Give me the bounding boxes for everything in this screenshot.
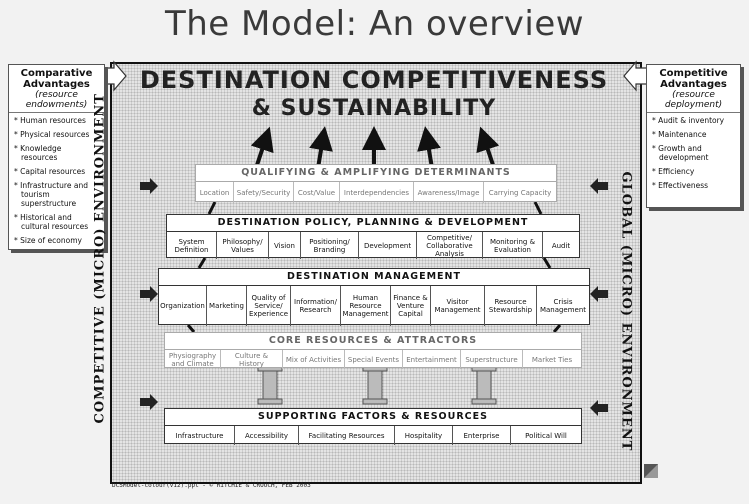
policy-cell: Philosophy/ Values xyxy=(217,232,269,259)
supporting-cell: Political Will xyxy=(525,431,567,440)
list-item: Historical and cultural resources xyxy=(13,213,100,231)
management-cell: Crisis Management xyxy=(539,298,587,314)
competitive-advantages-subtitle: (resource deployment) xyxy=(664,90,723,110)
up-arrow xyxy=(476,126,500,169)
supporting-factors-title: SUPPORTING FACTORS & RESOURCES xyxy=(165,409,581,426)
supporting-cell: Infrastructure xyxy=(165,426,235,445)
core-cell: Entertainment xyxy=(403,350,461,369)
core-resources-title: CORE RESOURCES & ATTRACTORS xyxy=(165,333,581,350)
management-cell: Resource Stewardship xyxy=(485,286,537,326)
core-cell: Physiography and Climate xyxy=(165,350,221,369)
up-arrow xyxy=(309,126,333,169)
list-item: Effectiveness xyxy=(651,181,736,190)
supporting-cell: Hospitality xyxy=(395,426,453,445)
slide-footer: DCSModel-colour(v12).ppt - © RITCHIE & C… xyxy=(112,482,311,489)
main-title-line1: DESTINATION COMPETITIVENESS xyxy=(139,66,609,94)
supporting-cell: Accessibility xyxy=(235,426,299,445)
core-cell: Culture & History xyxy=(221,350,283,369)
comparative-advantages-title: Comparative Advantages xyxy=(20,68,93,90)
policy-cell: System Definition xyxy=(167,232,217,259)
competitive-advantages-header: Competitive Advantages (resource deploym… xyxy=(647,65,740,113)
competitive-advantages-list: Audit & inventory Maintenance Growth and… xyxy=(647,113,740,197)
policy-cell: Audit xyxy=(551,241,571,250)
up-arrow xyxy=(417,126,441,169)
model-main-title: DESTINATION COMPETITIVENESS & SUSTAINABI… xyxy=(112,66,636,121)
management-cell: Quality of Service/ Experience xyxy=(247,286,291,326)
management-cell: Finance & Venture Capital xyxy=(391,286,431,326)
list-item: Audit & inventory xyxy=(651,116,736,125)
destination-policy-band: DESTINATION POLICY, PLANNING & DEVELOPME… xyxy=(166,214,580,259)
qualifying-determinants-title: QUALIFYING & AMPLIFYING DETERMINANTS xyxy=(196,165,556,182)
pillars xyxy=(257,365,497,405)
qualifying-cell: Safety/Security xyxy=(234,182,294,203)
band-connector xyxy=(533,201,543,215)
core-resources-band: CORE RESOURCES & ATTRACTORS Physiography… xyxy=(164,332,582,369)
list-item: Knowledge resources xyxy=(13,144,100,162)
policy-cell: Monitoring & Evaluation xyxy=(483,232,543,259)
management-cell: Visitor Management xyxy=(431,286,485,326)
qualifying-cell: Location xyxy=(196,182,234,203)
slide-title: The Model: An overview xyxy=(164,4,585,44)
list-item: Maintenance xyxy=(651,130,736,139)
destination-policy-title: DESTINATION POLICY, PLANNING & DEVELOPME… xyxy=(167,215,579,232)
core-cell: Superstructure xyxy=(461,350,523,369)
list-item: Capital resources xyxy=(13,167,100,176)
management-cell: Organization xyxy=(159,286,207,326)
list-item: Human resources xyxy=(13,116,100,125)
policy-cell: Positioning/ Branding xyxy=(301,232,359,259)
supporting-cell: Enterprise xyxy=(453,426,511,445)
competitive-advantages-title: Competitive Advantages xyxy=(659,68,728,90)
upward-arrows xyxy=(250,126,500,169)
comparative-advantages-subtitle: (resource endowments) xyxy=(25,90,88,110)
up-arrow xyxy=(250,126,274,169)
destination-management-band: DESTINATION MANAGEMENT Organization Mark… xyxy=(158,268,590,326)
list-item: Size of economy xyxy=(13,236,100,245)
comparative-advantages-box: Comparative Advantages (resource endowme… xyxy=(8,64,105,250)
destination-management-title: DESTINATION MANAGEMENT xyxy=(159,269,589,286)
band-connector xyxy=(197,257,207,269)
qualifying-cell: Awareness/Image xyxy=(414,182,484,203)
qualifying-cell: Cost/Value xyxy=(294,182,340,203)
core-cell: Mix of Activities xyxy=(283,350,345,369)
qualifying-determinants-band: QUALIFYING & AMPLIFYING DETERMINANTS Loc… xyxy=(195,164,557,203)
list-item: Growth and development xyxy=(651,144,736,162)
management-cell: Marketing xyxy=(207,286,247,326)
list-item: Physical resources xyxy=(13,130,100,139)
policy-cell: Competitive/ Collaborative Analysis xyxy=(417,232,483,259)
competitive-micro-environment-label: COMPETITIVE (MICRO) ENVIRONMENT xyxy=(92,93,108,424)
band-connector xyxy=(207,201,217,215)
main-title-line2: & SUSTAINABILITY xyxy=(251,96,497,121)
management-cell: Human Resource Management xyxy=(341,286,391,326)
core-cell: Special Events xyxy=(345,350,403,369)
global-macro-environment-label: GLOBAL (MICRO) ENVIRONMENT xyxy=(618,171,634,452)
right-env-arrows xyxy=(590,178,608,416)
policy-cell: Development xyxy=(359,232,417,259)
management-cell: Information/ Research xyxy=(291,286,341,326)
qualifying-cell: Interdependencies xyxy=(340,182,414,203)
comparative-advantages-header: Comparative Advantages (resource endowme… xyxy=(9,65,104,113)
supporting-cell: Facilitating Resources xyxy=(299,426,395,445)
qualifying-cell: Carrying Capacity xyxy=(488,188,552,197)
supporting-factors-band: SUPPORTING FACTORS & RESOURCES Infrastru… xyxy=(164,408,582,445)
band-connector xyxy=(186,324,196,333)
comparative-advantages-list: Human resources Physical resources Knowl… xyxy=(9,113,104,252)
competitive-advantages-box: Competitive Advantages (resource deploym… xyxy=(646,64,741,208)
list-item: Infrastructure and tourism superstructur… xyxy=(13,181,100,208)
band-connector xyxy=(552,324,562,333)
left-env-arrows xyxy=(140,178,158,410)
list-item: Efficiency xyxy=(651,167,736,176)
policy-cell: Vision xyxy=(269,232,301,259)
core-cell: Market Ties xyxy=(531,355,573,364)
band-connector xyxy=(542,257,552,269)
